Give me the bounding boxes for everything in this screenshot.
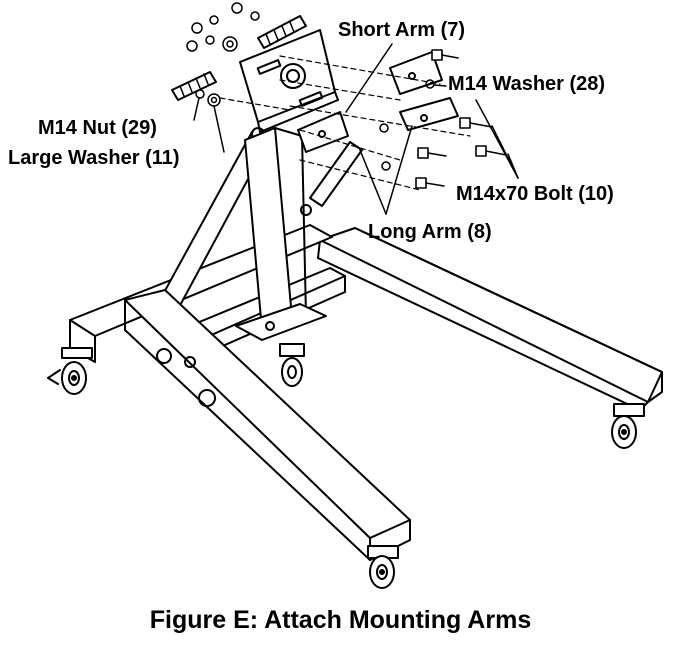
label-short-arm: Short Arm (7) (338, 19, 466, 41)
leader-lines (193, 43, 519, 215)
label-m14-washer: M14 Washer (28) (448, 73, 606, 95)
m14-nut (195, 89, 205, 99)
vertical-post (235, 127, 327, 341)
short-arm-lower (297, 111, 349, 153)
threaded-rod-top (257, 15, 307, 49)
loose-hardware-top (186, 2, 260, 52)
label-large-washer: Large Washer (11) (8, 147, 180, 169)
m14-washer (379, 79, 435, 171)
threaded-rod-left (171, 71, 217, 101)
short-arm (389, 51, 443, 95)
caster-wheel-back-left (47, 347, 93, 395)
front-left-leg (124, 289, 411, 561)
m14x70-bolt (415, 49, 507, 189)
alignment-lines (219, 55, 471, 191)
head-plate (239, 29, 339, 133)
label-long-arm: Long Arm (8) (368, 221, 492, 243)
label-m14x70-bolt: M14x70 Bolt (10) (456, 183, 614, 205)
label-m14-nut: M14 Nut (29) (38, 117, 157, 139)
large-washer (207, 93, 221, 107)
caster-wheel-back-right (611, 403, 645, 449)
long-arm (300, 97, 459, 216)
figure-caption: Figure E: Attach Mounting Arms (149, 606, 532, 634)
caster-wheel-front-left (367, 545, 399, 589)
right-leg (317, 227, 663, 411)
caster-wheel-center (279, 343, 305, 387)
